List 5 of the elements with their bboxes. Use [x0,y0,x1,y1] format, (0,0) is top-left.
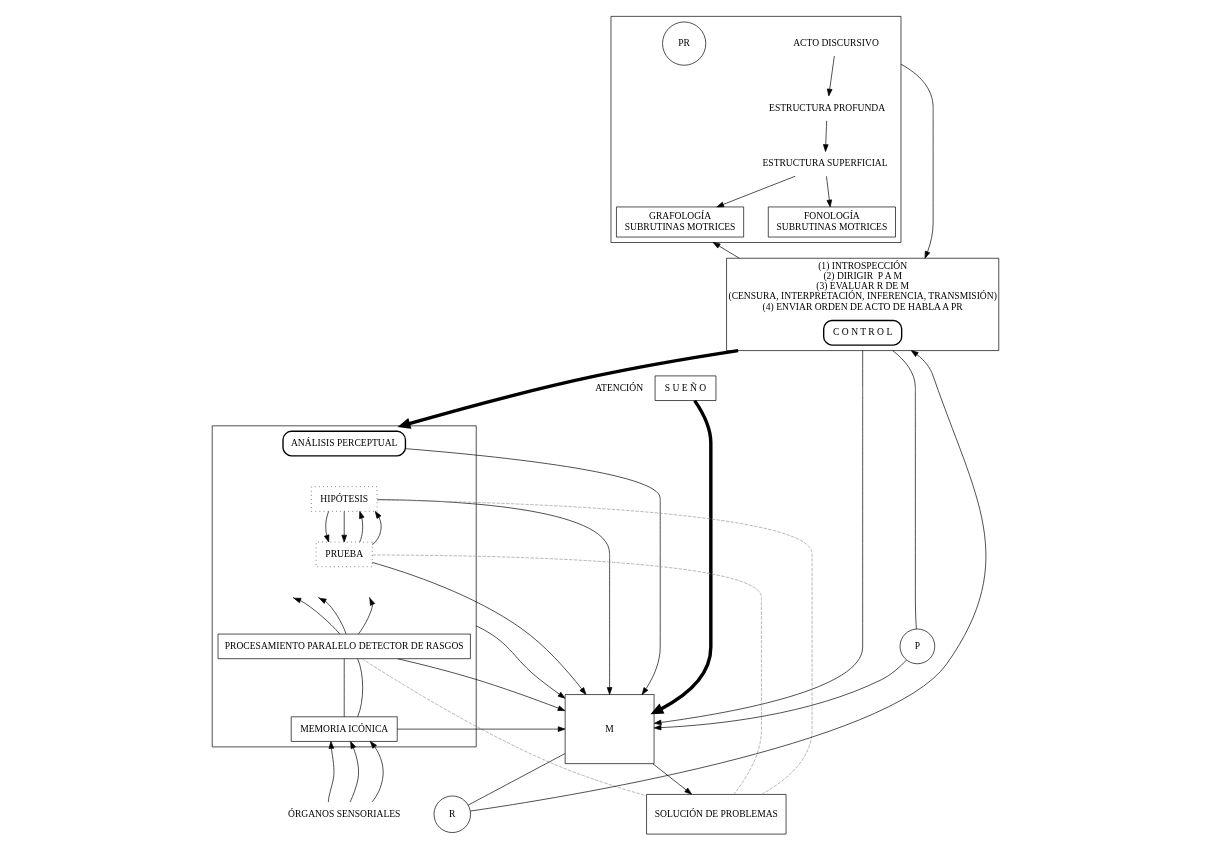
node-text: ESTRUCTURA PROFUNDA [768,101,885,113]
node-text: ESTRUCTURA SUPERFICIAL [761,157,888,169]
node-text: ÓRGANOS SENSORIALES [287,807,400,819]
edge-label: ATENCIÓN [594,381,643,393]
node-text: ACTO DISCURSIVO [792,37,879,49]
